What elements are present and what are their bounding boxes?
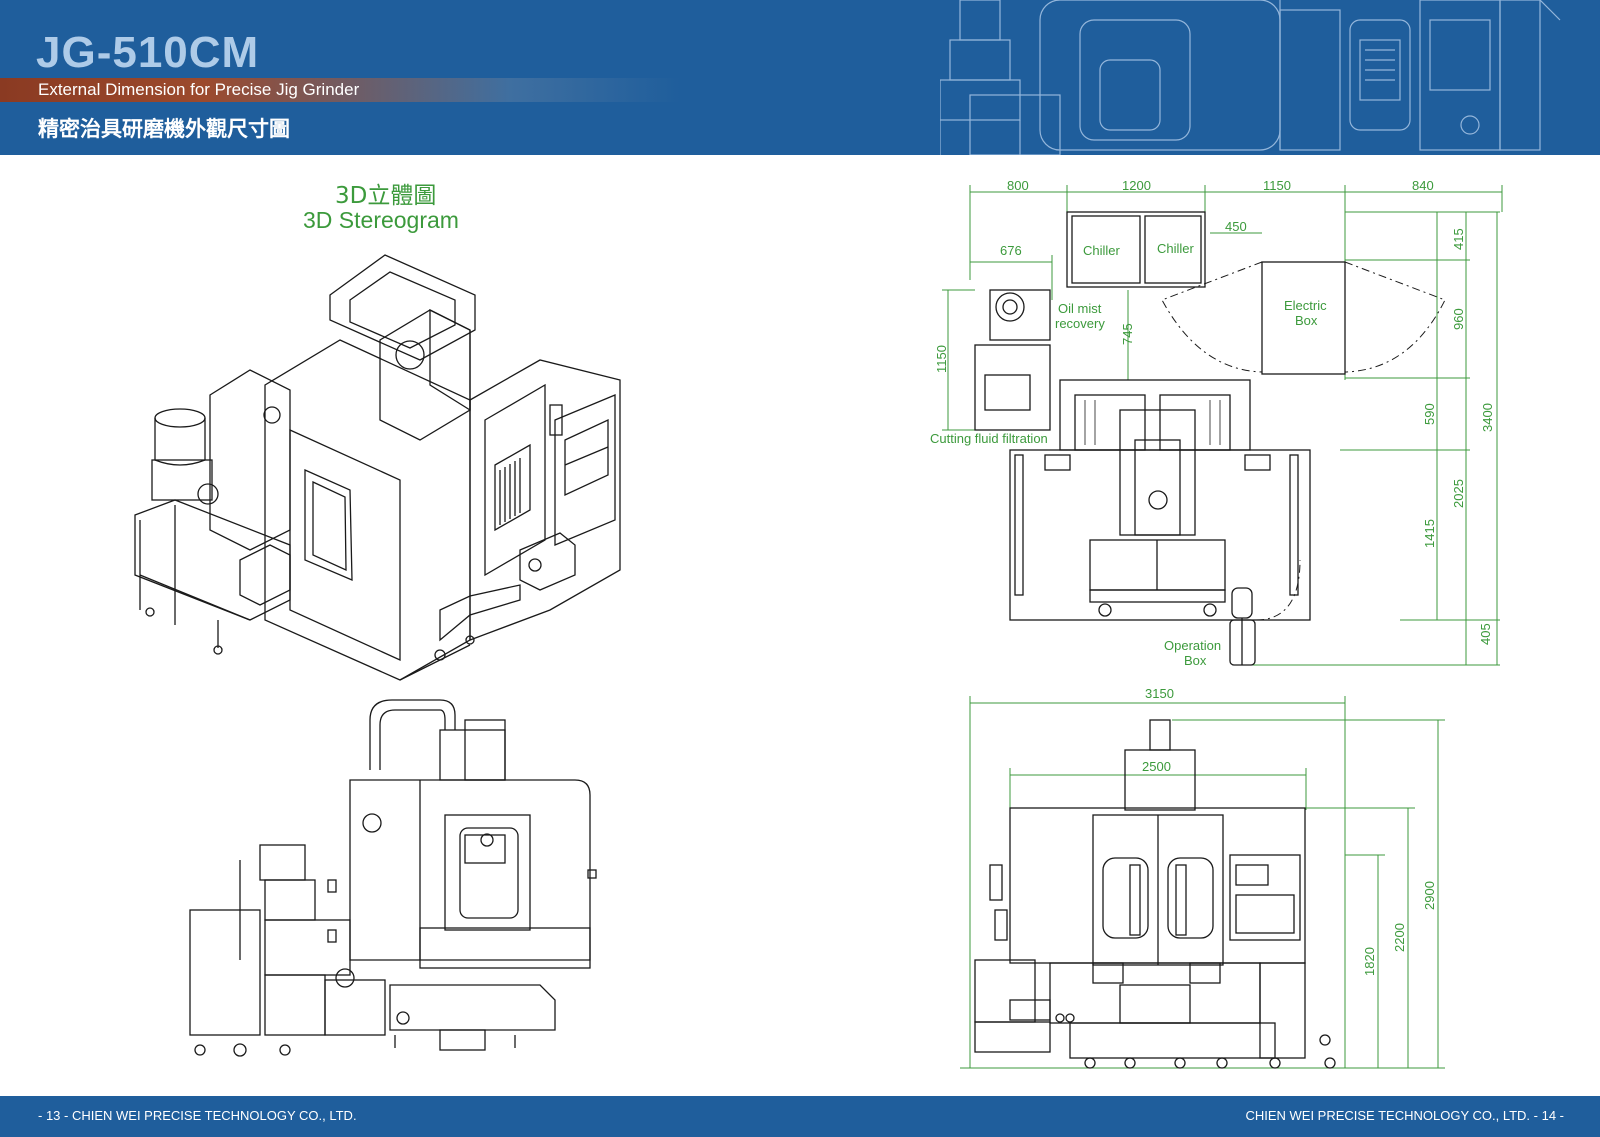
dim-1415: 1415 — [1422, 519, 1437, 548]
top-view-drawing: 800 1200 1150 840 450 676 745 1150 415 9… — [930, 178, 1503, 668]
dim-2025: 2025 — [1451, 479, 1466, 508]
dim-405: 405 — [1478, 623, 1493, 645]
model-title: JG-510CM — [36, 28, 260, 77]
footer-band: - 13 - CHIEN WEI PRECISE TECHNOLOGY CO.,… — [0, 1096, 1600, 1137]
dim-2500: 2500 — [1142, 759, 1171, 774]
label-cutting-fluid: Cutting fluid filtration — [930, 431, 1048, 446]
dim-1150-side: 1150 — [934, 345, 949, 373]
isometric-machine-drawing — [134, 254, 621, 681]
label-oil-mist: Oil mist — [1058, 301, 1102, 316]
front-view-dimension-labels: 3150 2500 1820 2200 2900 — [1142, 686, 1437, 976]
footer-left-page: - 13 - CHIEN WEI PRECISE TECHNOLOGY CO.,… — [38, 1108, 357, 1123]
header-wireframe-illustration — [940, 0, 1561, 155]
dim-960: 960 — [1451, 308, 1466, 330]
dim-3400: 3400 — [1480, 403, 1495, 432]
front-view-drawing: 3150 2500 1820 2200 2900 — [960, 686, 1445, 1069]
label-chiller-right: Chiller — [1157, 241, 1195, 256]
label-operation: Operation — [1164, 638, 1221, 653]
dim-1200: 1200 — [1122, 178, 1151, 193]
subtitle-en: External Dimension for Precise Jig Grind… — [38, 80, 360, 99]
dim-415: 415 — [1451, 228, 1466, 250]
title-cn: 精密治具研磨機外觀尺寸圖 — [38, 116, 290, 141]
dim-676: 676 — [1000, 243, 1022, 258]
drawing-canvas: 800 1200 1150 840 450 676 745 1150 415 9… — [134, 178, 1503, 1069]
stereogram-title-cn: 3D立體圖 — [335, 183, 437, 209]
dim-2200: 2200 — [1392, 923, 1407, 952]
dim-800: 800 — [1007, 178, 1029, 193]
header-band: JG-510CM External Dimension for Precise … — [0, 0, 1600, 155]
top-view-dimension-labels: 800 1200 1150 840 450 676 745 1150 415 9… — [934, 178, 1495, 645]
label-operation-box: Box — [1184, 653, 1207, 668]
dim-840: 840 — [1412, 178, 1434, 193]
footer-right-page: CHIEN WEI PRECISE TECHNOLOGY CO., LTD. -… — [1245, 1108, 1564, 1123]
label-oil-mist-recovery: recovery — [1055, 316, 1105, 331]
label-chiller-left: Chiller — [1083, 243, 1121, 258]
dim-450: 450 — [1225, 219, 1247, 234]
dim-1820: 1820 — [1362, 947, 1377, 976]
side-elevation-drawing — [189, 699, 597, 1057]
dim-745: 745 — [1120, 323, 1135, 345]
subtitle-bar — [0, 78, 680, 102]
dim-590: 590 — [1422, 403, 1437, 425]
dim-3150: 3150 — [1145, 686, 1174, 701]
dim-2900: 2900 — [1422, 881, 1437, 910]
label-electric: Electric — [1284, 298, 1327, 313]
top-view-component-labels: Chiller Chiller Oil mist recovery Electr… — [930, 241, 1327, 668]
dim-1150: 1150 — [1263, 178, 1291, 193]
stereogram-title-en: 3D Stereogram — [303, 207, 459, 233]
label-electric-box: Box — [1295, 313, 1318, 328]
